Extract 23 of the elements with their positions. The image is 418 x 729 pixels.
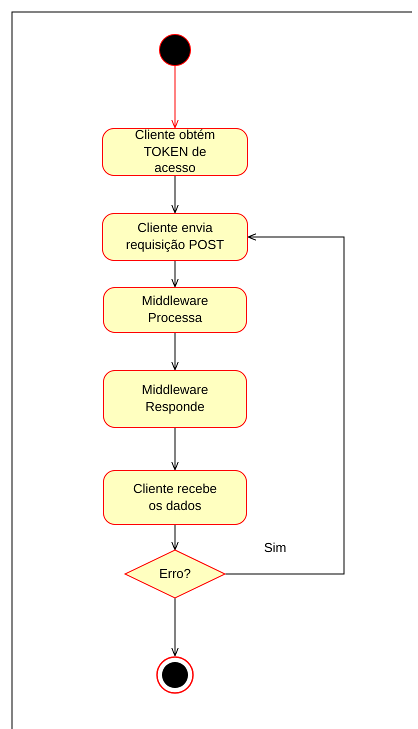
end-node [156,656,194,694]
activity-label: Cliente recebe os dados [132,480,218,514]
arrow [171,332,179,370]
activity-label: Cliente obtém TOKEN de acesso [134,126,216,178]
arrow [171,524,179,550]
decision-diamond [125,550,225,598]
activity-box [103,370,247,428]
activity-label: Middleware Responde [140,382,210,416]
arrow [224,233,344,574]
arrow [171,428,179,470]
arrow [171,66,179,128]
arrow [171,598,179,656]
arrow [171,176,179,214]
activity-box [103,470,247,525]
edge-label: Sim [262,540,288,555]
activity-box [102,128,248,176]
start-node [159,34,191,66]
activity-label: Cliente envia requisição POST [124,220,226,254]
activity-box [103,287,247,333]
activity-label: Erro? [158,566,192,582]
activity-box [102,213,248,261]
arrow [171,260,179,288]
activity-label: Middleware Processa [140,293,210,327]
